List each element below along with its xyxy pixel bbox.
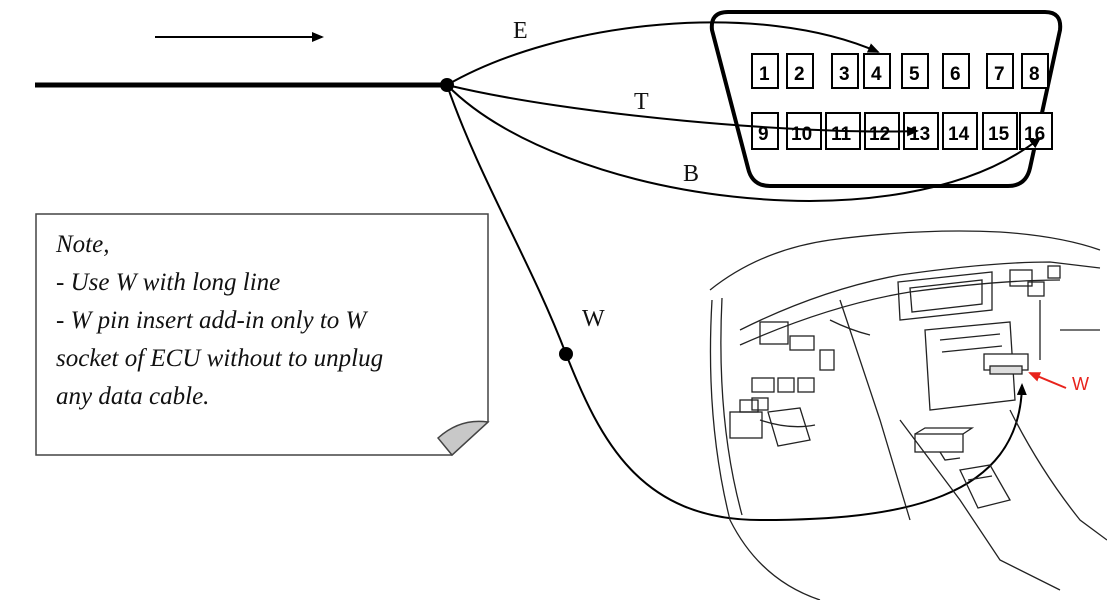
pin-label-9: 9 [758, 124, 769, 145]
pin-label-2: 2 [794, 64, 805, 85]
note-fold-corner [436, 420, 490, 457]
dashboard-illustration [709, 230, 1107, 600]
pin-label-5: 5 [909, 64, 920, 85]
pin-label-15: 15 [988, 124, 1010, 145]
pin-label-14: 14 [948, 124, 970, 145]
wire-label-T: T [634, 89, 649, 115]
pin-label-6: 6 [950, 64, 961, 85]
pin-label-7: 7 [994, 64, 1005, 85]
note-line-1: - Use W with long line [56, 269, 280, 296]
note-line-4: any data cable. [56, 383, 209, 410]
wire-B [446, 84, 1042, 202]
note-title: Note, [55, 231, 109, 258]
pin-label-10: 10 [791, 124, 812, 145]
pin-label-1: 1 [759, 64, 770, 85]
pin-label-8: 8 [1029, 64, 1040, 85]
wire-label-B: B [683, 161, 699, 187]
wire-T [446, 84, 919, 137]
pin-label-12: 12 [869, 124, 890, 145]
pin-label-13: 13 [909, 124, 930, 145]
wire-E [446, 21, 880, 86]
wire-label-W: W [582, 306, 605, 332]
pin-row-top-labels: 1 2 3 4 5 6 7 8 [759, 64, 1040, 85]
w-socket-label: W [1072, 374, 1089, 394]
pin-label-4: 4 [871, 64, 882, 85]
note-line-2: - W pin insert add-in only to W [56, 307, 369, 334]
pin-label-3: 3 [839, 64, 850, 85]
wire-label-E: E [513, 18, 528, 44]
pin-row-top [751, 53, 1049, 89]
w-socket-pointer [1028, 372, 1067, 389]
wire-W [446, 84, 1027, 522]
note-line-3: socket of ECU without to unplug [56, 345, 383, 372]
wire-W-node [559, 347, 573, 361]
pin-label-11: 11 [831, 124, 852, 145]
